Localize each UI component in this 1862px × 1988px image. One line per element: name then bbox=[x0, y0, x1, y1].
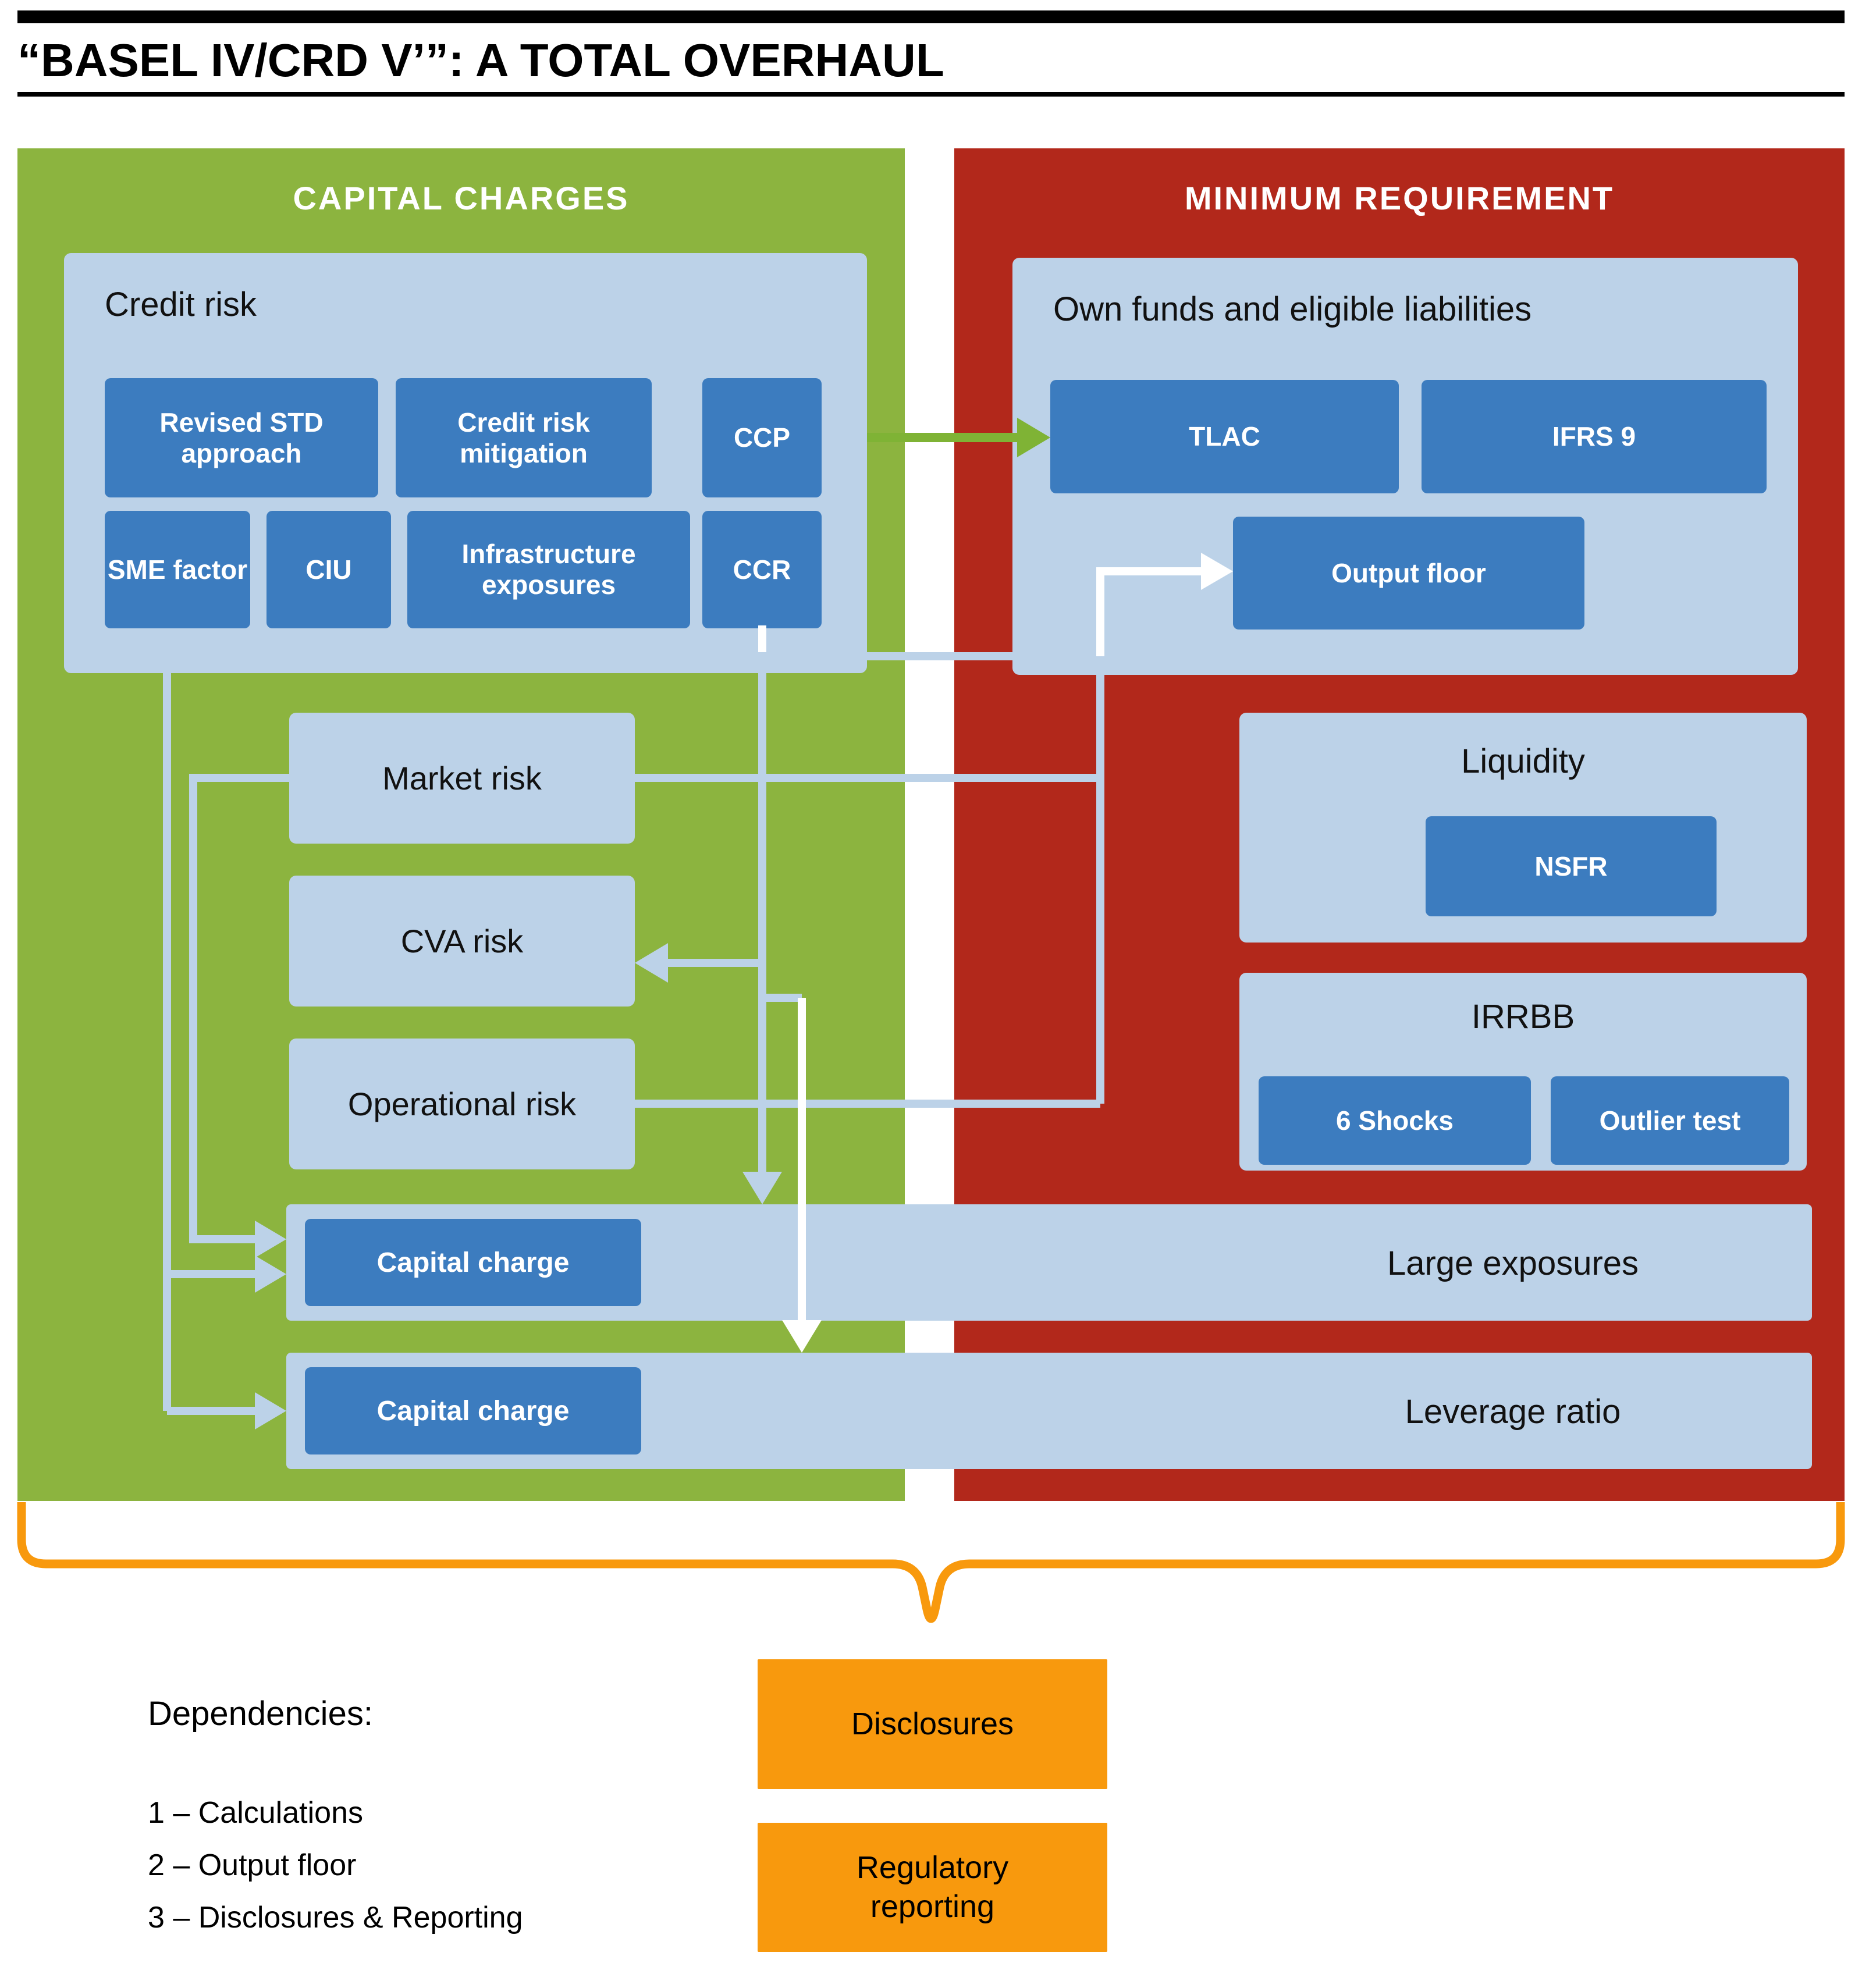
ccp-box: CCP bbox=[702, 378, 822, 497]
ccr-to-output-floor-arrow bbox=[758, 553, 1233, 660]
ccr-column-lines bbox=[635, 656, 802, 1204]
legend-item-3: 3 – Disclosures & Reporting bbox=[148, 1901, 523, 1934]
sme-factor-box: SME factor bbox=[105, 511, 250, 628]
credit-risk-feed-lines bbox=[163, 669, 286, 1429]
revised-std-approach-box: Revised STD approach bbox=[105, 378, 378, 497]
collector-line bbox=[635, 656, 1104, 1108]
arrowhead-into-tlac bbox=[1017, 418, 1050, 457]
legend-item-1: 1 – Calculations bbox=[148, 1796, 363, 1830]
irrbb-label: IRRBB bbox=[1471, 998, 1575, 1036]
cva-risk-box: CVA risk bbox=[289, 876, 635, 1007]
liquidity-label: Liquidity bbox=[1461, 742, 1585, 780]
market-risk-box: Market risk bbox=[289, 713, 635, 844]
legend-heading: Dependencies: bbox=[148, 1695, 373, 1733]
leverage-ratio-band: Capital charge Leverage ratio bbox=[286, 1353, 1812, 1469]
arrowhead-into-cva-risk bbox=[635, 943, 668, 983]
title-underline bbox=[17, 92, 1845, 97]
operational-risk-box: Operational risk bbox=[289, 1039, 635, 1169]
minimum-requirement-header: MINIMUM REQUIREMENT bbox=[1184, 179, 1615, 216]
large-exposures-band: Capital charge Large exposures bbox=[286, 1204, 1812, 1321]
arrowhead-into-leverage-top bbox=[782, 1320, 822, 1353]
legend-item-2: 2 – Output floor bbox=[148, 1848, 357, 1882]
arrowhead-into-output-floor bbox=[1201, 553, 1233, 590]
large-exposures-label: Large exposures bbox=[1387, 1244, 1639, 1282]
irrbb-box: IRRBB 6 Shocks Outlier test bbox=[1239, 973, 1807, 1171]
ccr-box: CCR bbox=[702, 511, 822, 628]
infrastructure-exposures-box: Infrastructure exposures bbox=[407, 511, 690, 628]
output-floor-box: Output floor bbox=[1233, 517, 1584, 630]
disclosures-box: Disclosures bbox=[758, 1659, 1107, 1789]
arrowhead-into-large-exposures-top bbox=[742, 1172, 782, 1204]
arrowhead-credit-into-large-exposures bbox=[255, 1256, 286, 1293]
capital-charges-header: CAPITAL CHARGES bbox=[293, 179, 630, 216]
tlac-box: TLAC bbox=[1050, 380, 1399, 493]
ifrs9-box: IFRS 9 bbox=[1422, 380, 1767, 493]
capital-charge-box-1: Capital charge bbox=[305, 1219, 641, 1306]
leverage-ratio-label: Leverage ratio bbox=[1405, 1393, 1621, 1431]
regulatory-reporting-box: Regulatory reporting bbox=[758, 1823, 1107, 1952]
capital-charge-box-2: Capital charge bbox=[305, 1367, 641, 1454]
own-funds-box: Own funds and eligible liabilities TLAC … bbox=[1012, 258, 1798, 675]
arrowhead-credit-into-leverage bbox=[255, 1392, 286, 1429]
page-title: “BASEL IV/CRD V’”: A TOTAL OVERHAUL bbox=[17, 34, 944, 86]
leverage-feed-line bbox=[782, 998, 822, 1353]
outlier-test-box: Outlier test bbox=[1551, 1076, 1789, 1165]
own-funds-label: Own funds and eligible liabilities bbox=[1053, 290, 1532, 328]
market-risk-feed-line bbox=[189, 774, 289, 1258]
liquidity-box: Liquidity NSFR bbox=[1239, 713, 1807, 943]
credit-risk-label: Credit risk bbox=[105, 286, 257, 323]
ciu-box: CIU bbox=[266, 511, 391, 628]
top-black-bar bbox=[17, 10, 1845, 23]
nsfr-box: NSFR bbox=[1426, 816, 1717, 916]
credit-risk-mitigation-box: Credit risk mitigation bbox=[396, 378, 652, 497]
six-shocks-box: 6 Shocks bbox=[1259, 1076, 1531, 1165]
arrowhead-market-into-large-exposures bbox=[255, 1221, 286, 1258]
credit-risk-box: Credit risk Revised STD approach Credit … bbox=[64, 253, 867, 673]
brace bbox=[17, 1502, 1845, 1623]
credit-risk-to-tlac-arrow bbox=[867, 418, 1050, 457]
